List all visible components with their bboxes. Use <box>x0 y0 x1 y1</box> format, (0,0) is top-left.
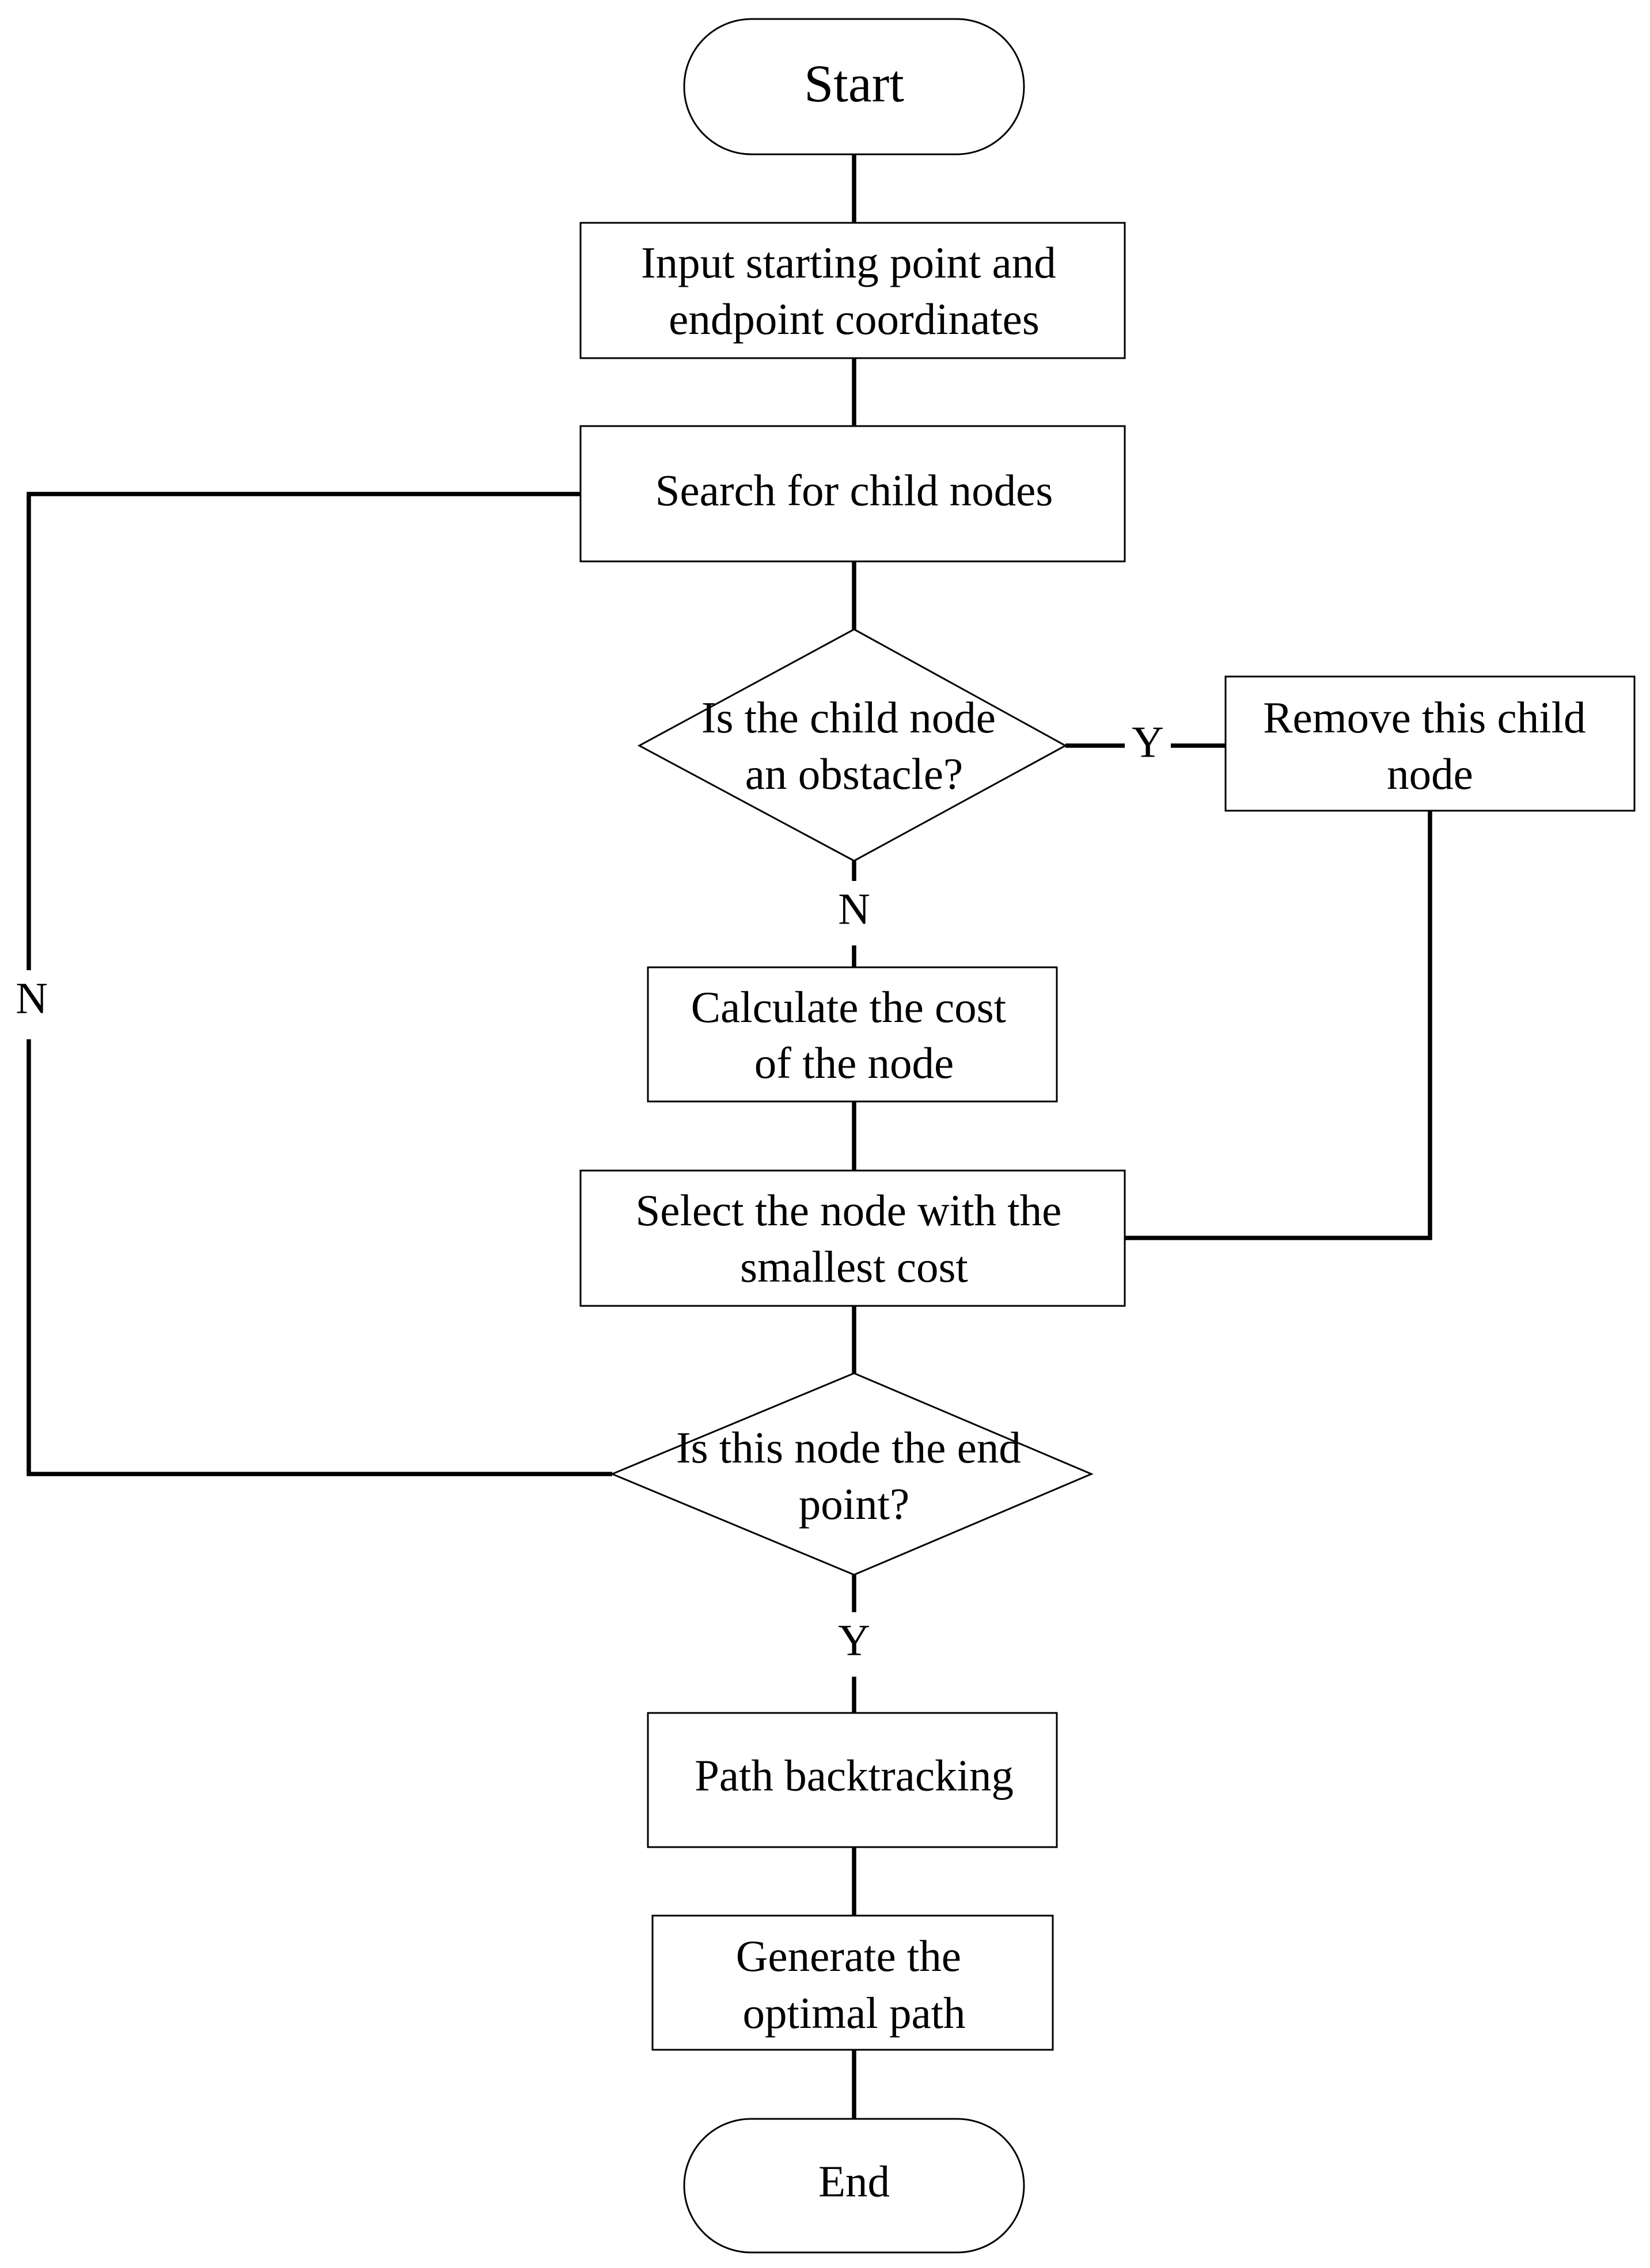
endcheck-no-label: N <box>16 974 48 1023</box>
end-point-decision-label: Is this node the end point? <box>676 1423 1032 1529</box>
calculate-cost-line-2: of the node <box>754 1038 954 1088</box>
remove-child-node-label: Remove this child node <box>1263 693 1597 799</box>
obstacle-yes-label: Y <box>1132 717 1164 767</box>
search-child-nodes-label: Search for child nodes <box>655 466 1053 515</box>
input-coordinates-label: Input starting point and endpoint coordi… <box>641 238 1067 344</box>
generate-optimal-path-box: Generate the optimal path <box>651 1914 1054 2051</box>
end-label: End <box>818 2157 890 2206</box>
calculate-cost-label: Calculate the cost of the node <box>691 982 1018 1088</box>
remove-child-node-line-2: node <box>1387 749 1473 799</box>
generate-optimal-path-line-1: Generate the <box>736 1931 961 1981</box>
input-coordinates-box: Input starting point and endpoint coordi… <box>579 222 1126 359</box>
remove-child-node-line-1: Remove this child <box>1263 693 1585 742</box>
end-point-decision: Is this node the end point? <box>610 1372 1094 1576</box>
arrow-remove-to-select <box>1125 811 1432 1240</box>
generate-optimal-path-label: Generate the optimal path <box>736 1931 972 2038</box>
obstacle-decision-label: Is the child node an obstacle? <box>701 693 1007 799</box>
calculate-cost-box: Calculate the cost of the node <box>647 966 1058 1103</box>
obstacle-decision: Is the child node an obstacle? <box>637 628 1068 862</box>
input-coordinates-line-1: Input starting point and <box>641 238 1056 287</box>
end-point-decision-line-1: Is this node the end <box>676 1423 1021 1472</box>
start-label: Start <box>804 54 904 113</box>
start-node: Start <box>683 18 1025 155</box>
obstacle-decision-line-1: Is the child node <box>701 693 996 742</box>
path-backtracking-label: Path backtracking <box>695 1751 1014 1800</box>
input-coordinates-line-2: endpoint coordinates <box>669 294 1040 344</box>
remove-child-node-box: Remove this child node <box>1224 675 1636 812</box>
end-node: End <box>683 2118 1025 2254</box>
select-smallest-cost-line-1: Select the node with the <box>635 1186 1061 1235</box>
search-child-nodes-box: Search for child nodes <box>579 425 1126 563</box>
end-point-decision-line-2: point? <box>799 1479 909 1529</box>
line-endcheck-no-loop-lower <box>26 1039 612 1476</box>
obstacle-decision-line-2: an obstacle? <box>745 749 963 799</box>
obstacle-no-label: N <box>838 884 870 934</box>
path-backtracking-box: Path backtracking <box>647 1712 1058 1848</box>
select-smallest-cost-box: Select the node with the smallest cost <box>579 1169 1126 1307</box>
arrow-endcheck-no-loop-upper <box>26 492 581 970</box>
select-smallest-cost-label: Select the node with the smallest cost <box>635 1186 1072 1291</box>
generate-optimal-path-line-2: optimal path <box>742 1988 965 2038</box>
select-smallest-cost-line-2: smallest cost <box>740 1242 968 1291</box>
endcheck-yes-label: Y <box>838 1616 870 1665</box>
calculate-cost-line-1: Calculate the cost <box>691 982 1006 1032</box>
